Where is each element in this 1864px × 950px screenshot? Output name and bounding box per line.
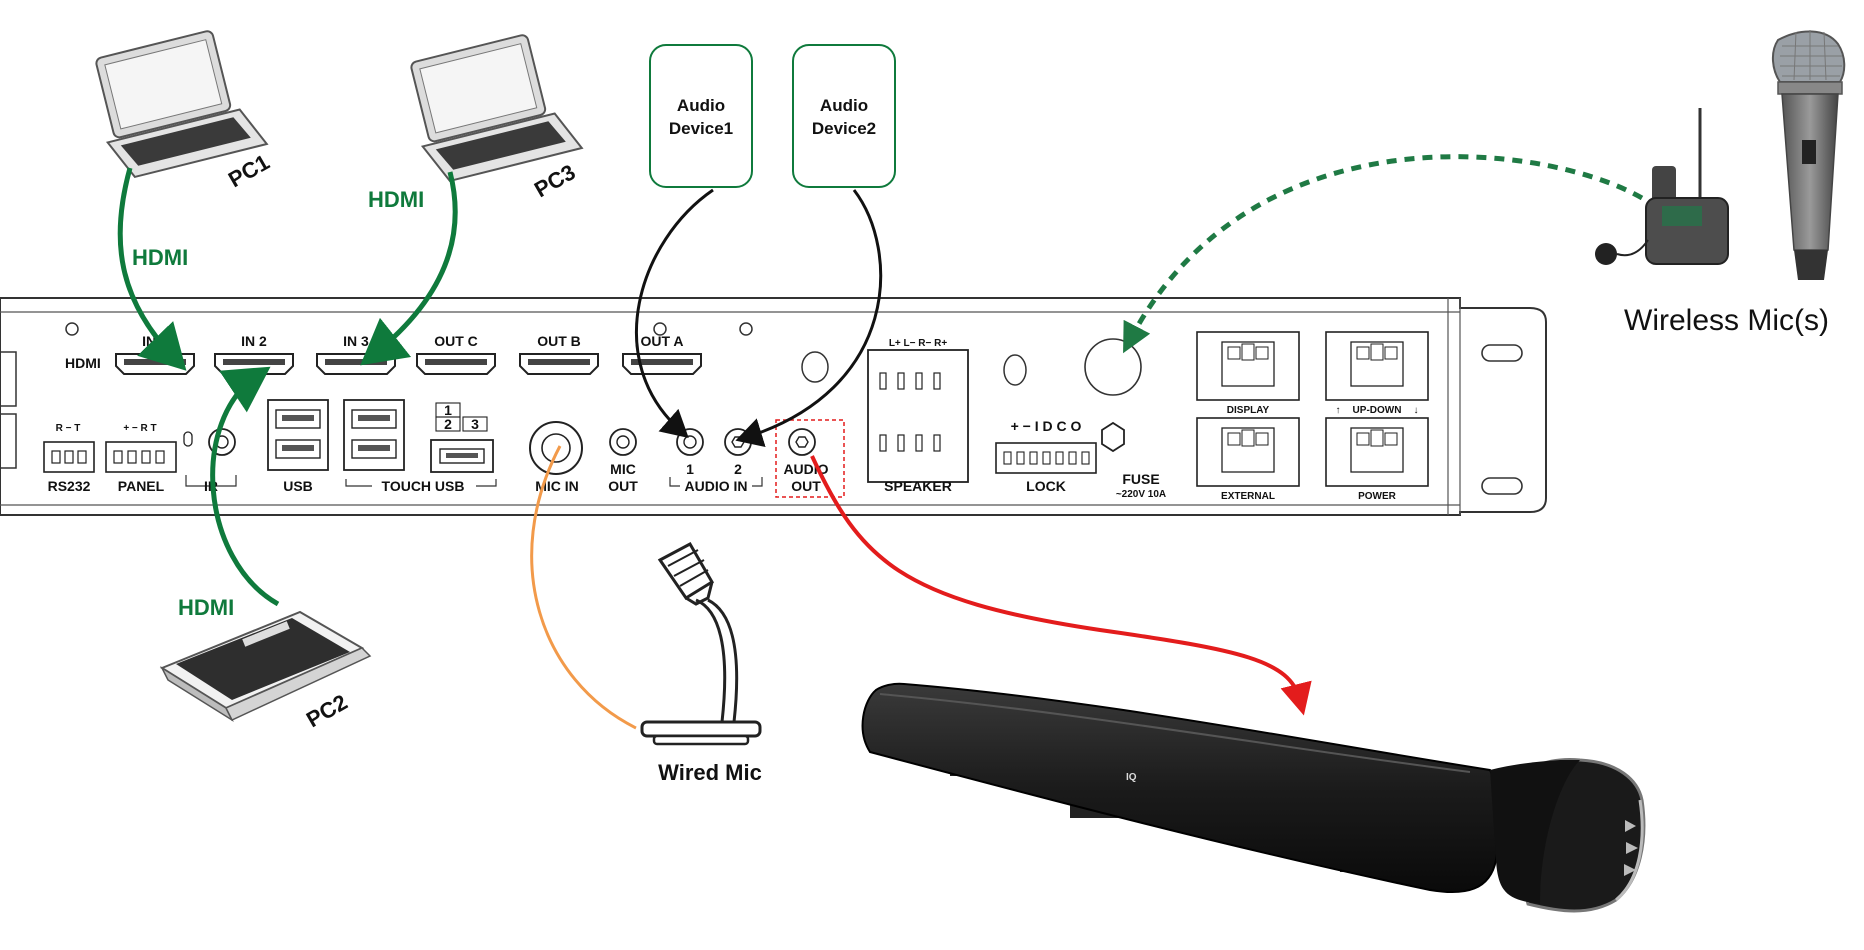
display-connector[interactable]: DISPLAY [1196, 331, 1300, 416]
down-arrow-icon: ↓ [1414, 405, 1419, 416]
touch-usb-label: TOUCH USB [382, 478, 465, 494]
audio-out-cable [810, 455, 1312, 716]
wireless-mic-bodypack-icon [1595, 108, 1729, 265]
hdmi-cable-pc3 [360, 171, 458, 366]
audio-device-1-line2: Device1 [669, 119, 733, 138]
hdmi-label-pc1: HDMI [132, 245, 188, 270]
touch-usb-num-1: 1 [444, 402, 452, 418]
up-down-label: UP-DOWN [1353, 405, 1402, 416]
soundbar-logo: IQ [1126, 772, 1137, 783]
audio-in-2-label: 2 [734, 461, 742, 477]
hdmi-label-pc2: HDMI [178, 595, 234, 620]
audio-in-2-jack[interactable] [724, 428, 752, 456]
panel-label: PANEL [118, 478, 165, 494]
hdmi-row-label: HDMI [65, 355, 101, 371]
wireless-receiver-hole [1084, 338, 1142, 396]
mic-in-port[interactable]: MIC IN [529, 421, 583, 494]
wireless-mic-handheld-icon [1772, 30, 1846, 280]
screw-icon [739, 322, 753, 336]
external-label: EXTERNAL [1221, 491, 1275, 502]
audio-in-label: AUDIO IN [685, 478, 748, 494]
touch-usb-ports[interactable]: 1 2 3 TOUCH USB [343, 399, 497, 494]
lock-label: LOCK [1026, 478, 1066, 494]
screw-icon [65, 322, 79, 336]
panel-port[interactable]: + − R T PANEL [105, 423, 177, 494]
usb-label: USB [283, 478, 313, 494]
hdmi-out-b-port[interactable]: OUT B [519, 333, 599, 375]
power-connector[interactable]: POWER [1325, 417, 1429, 502]
mount-hole [801, 351, 829, 383]
mic-out-port[interactable]: MIC OUT [608, 428, 638, 494]
mic-out-label-1: MIC [610, 461, 636, 477]
audio-out-port[interactable]: AUDIO OUT [775, 419, 845, 498]
hdmi-out-c-port[interactable]: OUT C [416, 333, 496, 375]
fuse-label: FUSE [1122, 471, 1159, 487]
up-down-connector[interactable]: UP-DOWN ↑ ↓ [1325, 331, 1429, 416]
audio-out-label-2: OUT [791, 478, 821, 494]
power-label: POWER [1358, 491, 1397, 502]
hdmi-cable-pc2 [210, 366, 280, 607]
audio-device-2-line2: Device2 [812, 119, 876, 138]
usb-ports[interactable]: USB [267, 399, 329, 494]
pc3-laptop-icon [410, 34, 584, 183]
rack-ear-slot-bottom [1481, 477, 1523, 495]
rs232-pins-label: R − T [56, 423, 81, 434]
audio-cable-device2 [735, 189, 883, 448]
up-arrow-icon: ↑ [1336, 405, 1341, 416]
pc2-laptop-icon [159, 610, 372, 723]
fuse-rating-label: ~220V 10A [1116, 489, 1166, 500]
speaker-terminal[interactable]: L+ L− R− R+ SPEAKER [867, 338, 969, 494]
mic-out-label-2: OUT [608, 478, 638, 494]
wired-mic-cable [530, 445, 637, 730]
display-label: DISPLAY [1227, 405, 1270, 416]
audio-device-2-line1: Audio [820, 96, 868, 115]
hdmi-cable-pc1 [117, 167, 187, 371]
speaker-pins-label: L+ L− R− R+ [889, 338, 948, 349]
wired-mic-label: Wired Mic [658, 760, 762, 785]
hdmi-in-2-label: IN 2 [241, 333, 267, 349]
mount-hole [1003, 354, 1027, 386]
audio-in-1-label: 1 [686, 461, 694, 477]
lock-pins-label: + − I D C O [1011, 418, 1082, 434]
screw-icon [653, 322, 667, 336]
wired-mic-icon [640, 541, 762, 746]
rs232-port[interactable]: R − T RS232 [43, 423, 95, 494]
lock-terminal[interactable]: + − I D C O LOCK [995, 418, 1097, 494]
speaker-label: SPEAKER [884, 478, 952, 494]
pc1-label: PC1 [224, 149, 274, 192]
audio-device-2-box: Audio Device2 [792, 44, 896, 188]
audio-device-1-box: Audio Device1 [649, 44, 753, 188]
hdmi-label-pc3: HDMI [368, 187, 424, 212]
panel-pins-label: + − R T [123, 423, 156, 434]
wireless-link-dashed [1123, 154, 1644, 354]
hdmi-out-c-label: OUT C [434, 333, 478, 349]
rack-ear-slot-top [1481, 344, 1523, 362]
touch-usb-num-2: 2 [444, 416, 452, 432]
pc2-label: PC2 [302, 689, 352, 732]
rs232-label: RS232 [48, 478, 91, 494]
audio-cable-device1 [635, 188, 714, 438]
audio-out-highlight [775, 419, 845, 498]
external-connector[interactable]: EXTERNAL [1196, 417, 1300, 502]
audio-device-1-line1: Audio [677, 96, 725, 115]
wireless-mic-label: Wireless Mic(s) [1624, 304, 1829, 337]
hdmi-in-3-label: IN 3 [343, 333, 369, 349]
hdmi-out-a-label: OUT A [640, 333, 683, 349]
pc3-label: PC3 [530, 159, 580, 202]
touch-usb-num-3: 3 [471, 416, 479, 432]
mic-in-label: MIC IN [535, 478, 579, 494]
pc1-laptop-icon [95, 30, 269, 179]
soundbar-icon: IQ [861, 682, 1646, 913]
hdmi-out-b-label: OUT B [537, 333, 581, 349]
